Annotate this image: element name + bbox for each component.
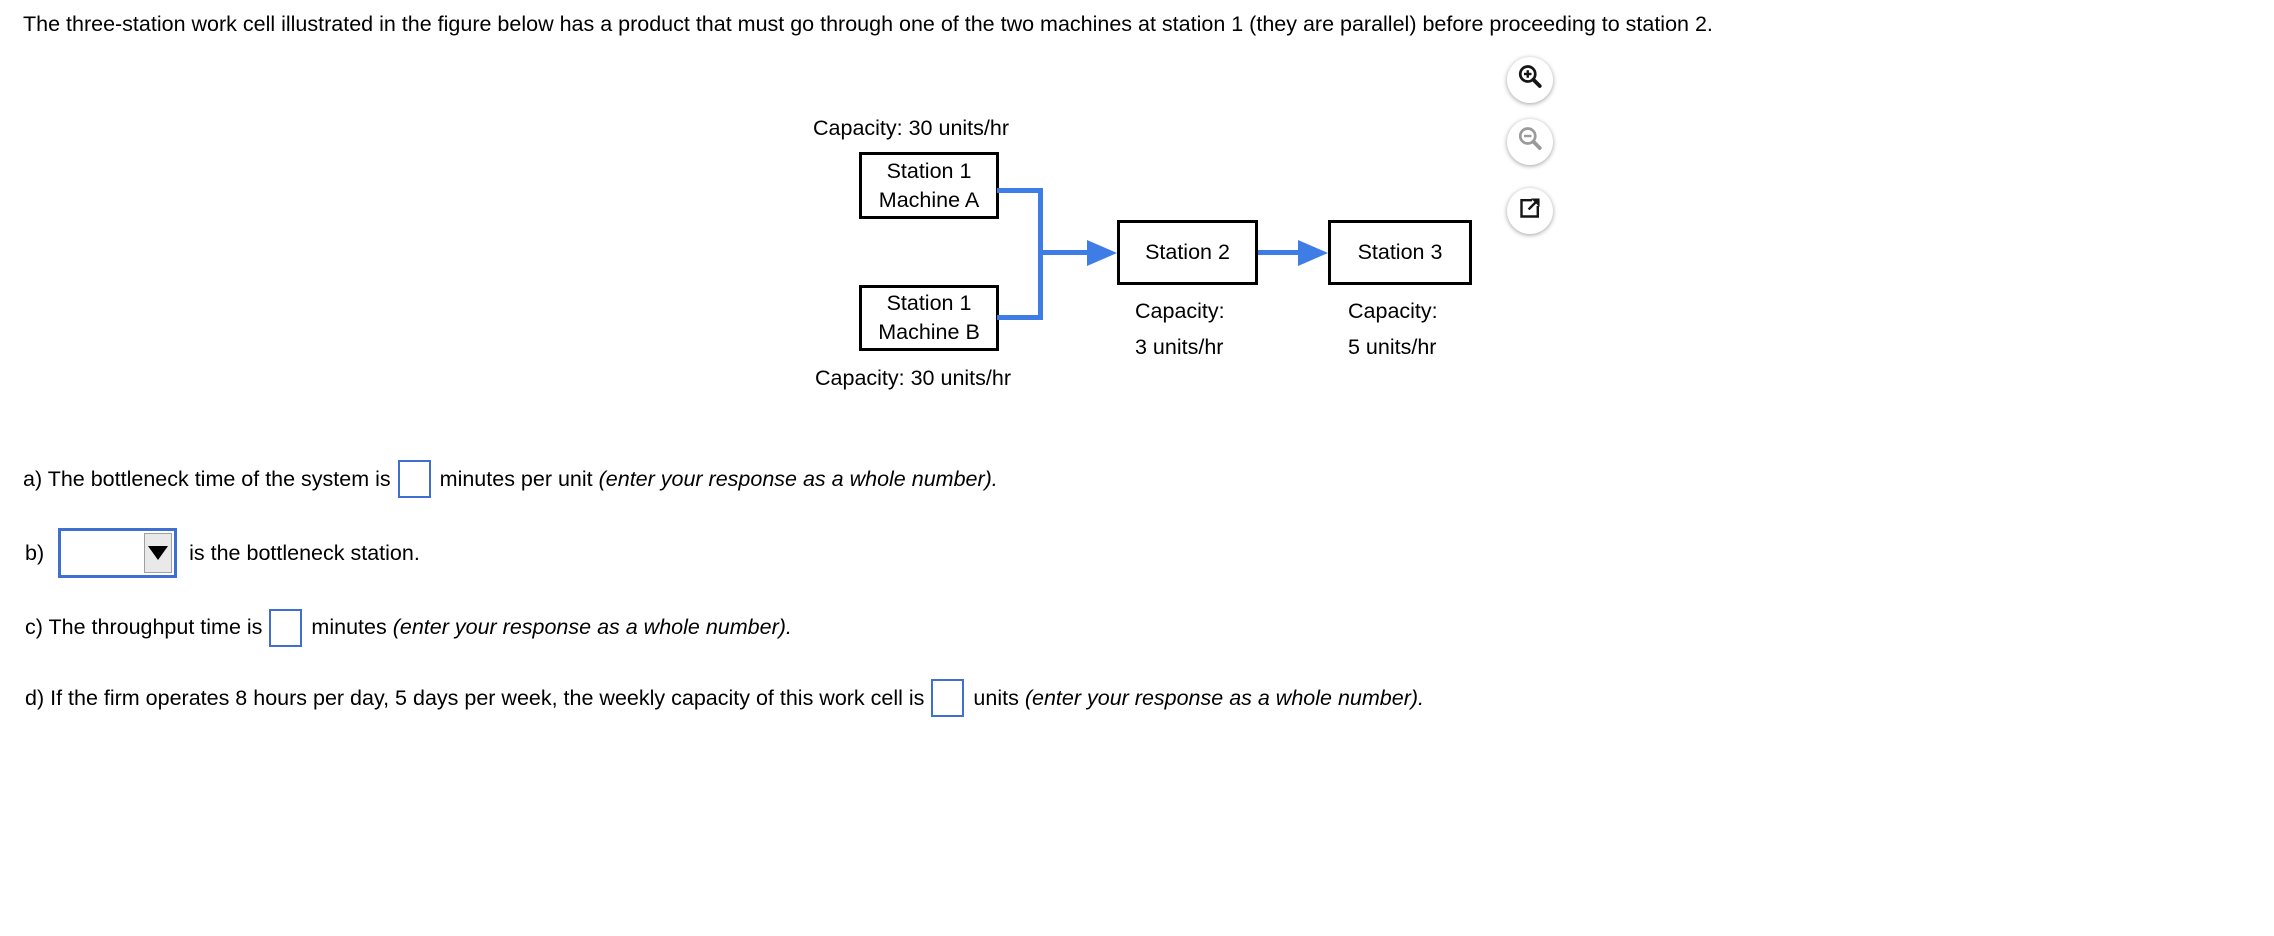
- question-d-text: d) If the firm operates 8 hours per day,…: [25, 685, 925, 710]
- station1-machine-a-line1: Station 1: [886, 158, 972, 183]
- station3-capacity-line2: 5 units/hr: [1348, 335, 1437, 359]
- bottleneck-station-select[interactable]: [58, 528, 178, 578]
- station2-capacity-line1: Capacity:: [1135, 299, 1225, 323]
- zoom-out-button[interactable]: [1507, 119, 1553, 165]
- question-a-suffix: minutes per unit: [439, 466, 593, 491]
- answer-input-d[interactable]: [931, 679, 965, 717]
- question-c-hint: (enter your response as a whole number).: [392, 615, 792, 639]
- zoom-out-icon: [1512, 121, 1548, 163]
- station1-machine-b-box: Station 1 Machine B: [859, 285, 999, 351]
- question-a-hint: (enter your response as a whole number).: [598, 466, 998, 491]
- station2-capacity-line2: 3 units/hr: [1135, 335, 1224, 359]
- station3-box: Station 3: [1328, 220, 1472, 285]
- open-in-new-window-button[interactable]: [1507, 188, 1553, 234]
- capacity-label-machine-b: Capacity: 30 units/hr: [815, 366, 1011, 390]
- external-link-icon: [1513, 191, 1547, 231]
- question-c-suffix: minutes: [311, 615, 387, 639]
- zoom-in-icon: [1512, 59, 1548, 101]
- station2-capacity-label: Capacity: 3 units/hr: [1135, 293, 1225, 365]
- station2-box: Station 2: [1117, 220, 1258, 285]
- connector-machine-a: [997, 188, 1043, 193]
- dropdown-button[interactable]: [144, 533, 173, 573]
- question-c-row: c) The throughput time is minutes (enter…: [25, 608, 792, 647]
- question-d-row: d) If the firm operates 8 hours per day,…: [25, 679, 1424, 717]
- question-d-hint: (enter your response as a whole number).: [1024, 685, 1424, 710]
- connector-machine-b: [997, 315, 1043, 320]
- question-a-text: a) The bottleneck time of the system is: [23, 466, 391, 491]
- station1-machine-b-line1: Station 1: [886, 291, 972, 315]
- capacity-label-machine-a: Capacity: 30 units/hr: [813, 116, 1009, 140]
- question-b-text: b): [25, 540, 45, 565]
- station2-label: Station 2: [1145, 240, 1230, 264]
- question-a-row: a) The bottleneck time of the system is …: [23, 460, 998, 498]
- station1-machine-b-line2: Machine B: [878, 320, 980, 344]
- problem-statement: The three-station work cell illustrated …: [23, 12, 1713, 36]
- question-d-suffix: units: [973, 685, 1019, 710]
- answer-input-a[interactable]: [397, 460, 431, 498]
- station1-machine-a-box: Station 1 Machine A: [859, 152, 999, 219]
- station3-capacity-label: Capacity: 5 units/hr: [1348, 293, 1438, 365]
- connector-to-station2: [1041, 250, 1087, 255]
- question-c-text: c) The throughput time is: [25, 615, 263, 639]
- connector-merge-vertical: [1038, 188, 1043, 320]
- dropdown-arrow-icon: [148, 546, 169, 560]
- zoom-in-button[interactable]: [1507, 57, 1553, 103]
- station3-label: Station 3: [1357, 240, 1443, 264]
- connector-to-station3: [1258, 250, 1298, 255]
- arrowhead-to-station2: [1087, 240, 1117, 266]
- station3-capacity-line1: Capacity:: [1348, 299, 1438, 323]
- question-b-row: b) is the bottleneck station.: [25, 528, 420, 578]
- arrowhead-to-station3: [1298, 240, 1328, 266]
- question-b-suffix: is the bottleneck station.: [189, 540, 420, 565]
- answer-input-c[interactable]: [269, 608, 303, 647]
- station1-machine-a-line2: Machine A: [878, 187, 980, 212]
